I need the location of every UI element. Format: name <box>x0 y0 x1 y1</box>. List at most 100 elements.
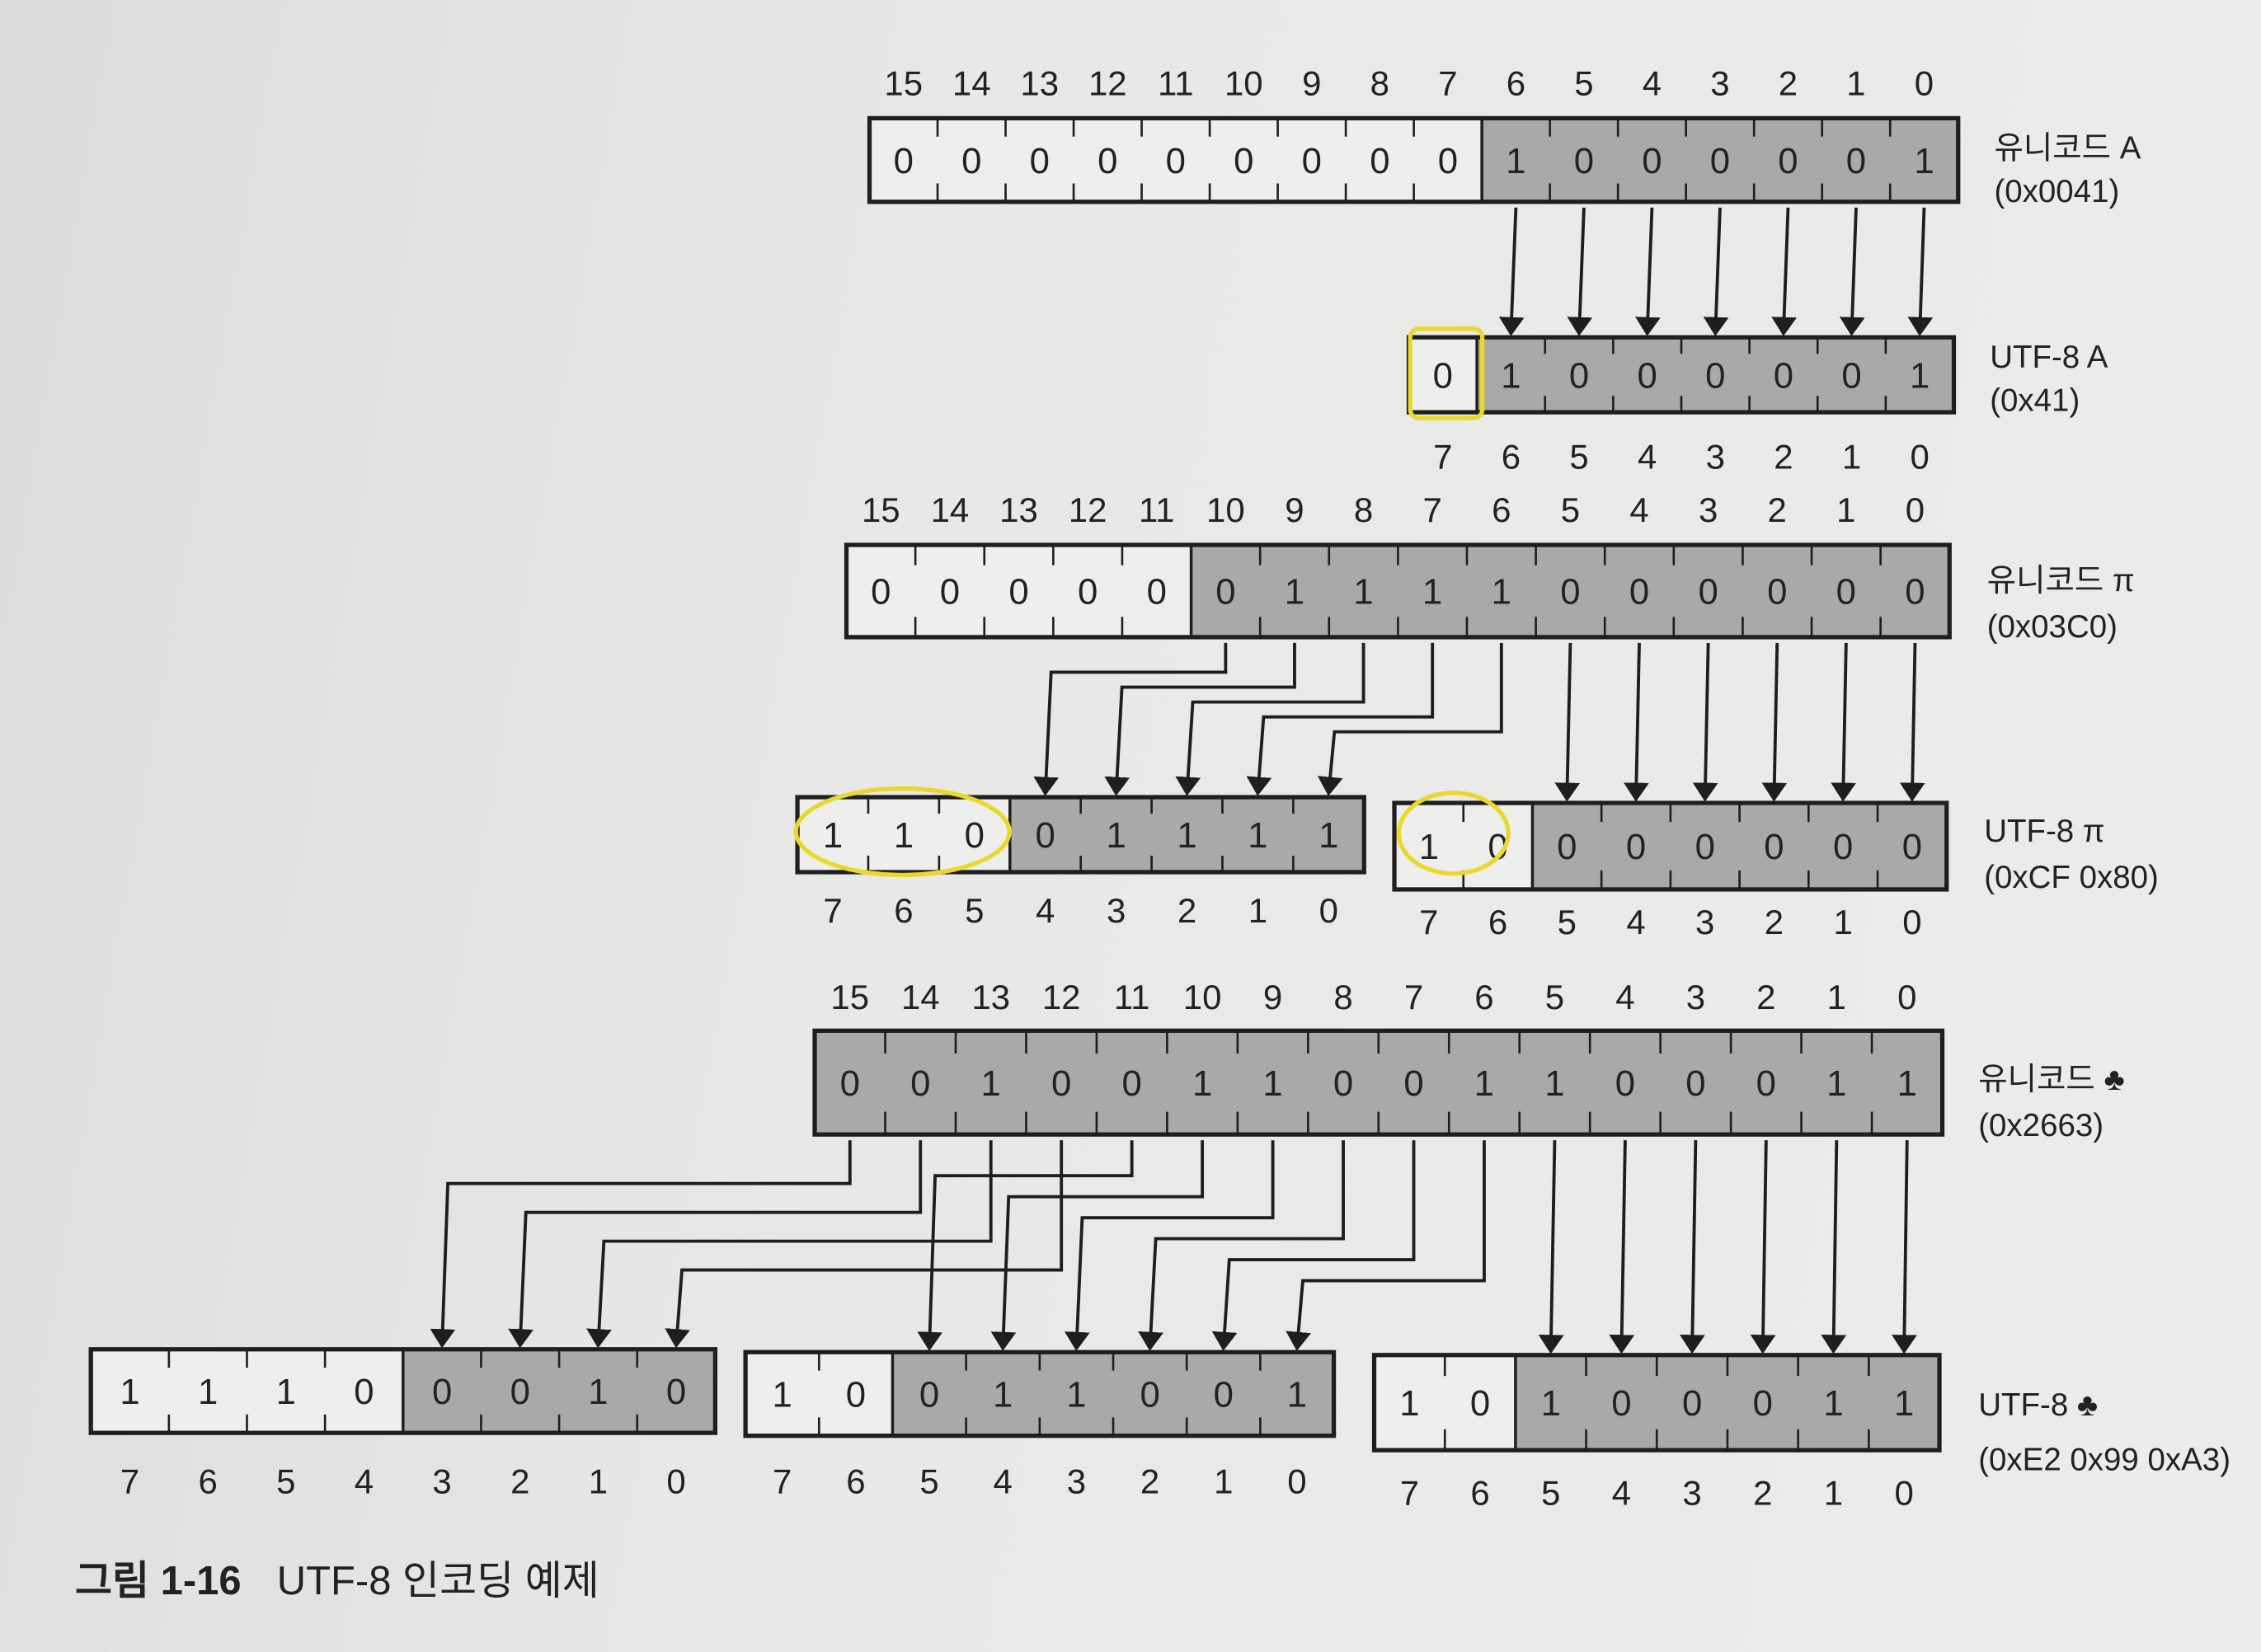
bit-index-label: 5 <box>1561 490 1580 529</box>
bit-index-label: 3 <box>1706 437 1725 476</box>
bit-mapping-arrow <box>1317 642 1503 796</box>
bit-index-label: 2 <box>1756 978 1775 1016</box>
bit-value: 0 <box>919 1375 939 1415</box>
bit-value: 1 <box>1914 141 1934 181</box>
bit-mapping-arrow <box>1899 642 1925 802</box>
bit-index-label: 5 <box>1545 978 1564 1016</box>
bit-index-label: 8 <box>1370 63 1389 102</box>
bit-index-label: 3 <box>1682 1474 1701 1513</box>
bit-mapping-arrow <box>1538 1140 1564 1354</box>
bit-mapping-arrow <box>1635 207 1661 336</box>
bit-index-label: 9 <box>1302 63 1321 102</box>
bit-index-label: 2 <box>1753 1474 1772 1513</box>
bit-index-label: 4 <box>1626 903 1645 941</box>
register-shaded-region <box>1482 118 1958 202</box>
bit-index-label: 15 <box>830 978 869 1016</box>
bit-index-label: 11 <box>1158 63 1194 102</box>
bit-value: 0 <box>1008 572 1028 612</box>
register-border <box>867 115 1961 204</box>
bit-value: 1 <box>993 1375 1013 1415</box>
bit-index-label: 4 <box>355 1462 374 1501</box>
bit-index-label: 2 <box>1768 490 1787 529</box>
register-unicode-pi: 01501401301201101019181716050403020100유니… <box>844 490 2135 645</box>
bit-index-label: 7 <box>823 891 842 930</box>
bit-index-label: 0 <box>1287 1462 1306 1501</box>
bit-index-label: 5 <box>919 1462 938 1501</box>
bit-value: 0 <box>1626 827 1646 867</box>
bit-value: 1 <box>1399 1383 1419 1424</box>
bit-value: 1 <box>1823 1383 1843 1424</box>
bit-value: 1 <box>1501 355 1521 396</box>
bit-index-label: 0 <box>1895 1474 1914 1513</box>
bit-index-label: 6 <box>1507 63 1525 102</box>
register-name-label: UTF-8 ♣ <box>1978 1387 2098 1423</box>
bit-value: 1 <box>1285 572 1304 612</box>
bit-mapping-arrow <box>1821 1140 1847 1354</box>
bit-value: 1 <box>276 1372 296 1412</box>
bit-index-label: 4 <box>1612 1474 1631 1513</box>
bit-index-label: 1 <box>1834 903 1853 941</box>
register-name-label: 유니코드 ♣ <box>1978 1062 2125 1097</box>
bit-value: 0 <box>1833 827 1853 867</box>
highlight-marker <box>1408 326 1485 420</box>
bit-value: 0 <box>1682 1383 1702 1424</box>
bit-index-label: 1 <box>589 1462 608 1501</box>
bit-value: 0 <box>1629 572 1649 612</box>
register-shaded-region <box>1009 797 1365 872</box>
bit-index-label: 12 <box>1088 63 1127 102</box>
bit-mapping-arrow <box>1692 642 1718 802</box>
bit-index-label: 5 <box>1558 903 1577 941</box>
bit-mapping-arrow <box>1175 642 1366 796</box>
bit-value: 0 <box>1698 572 1718 612</box>
bit-index-label: 10 <box>1225 63 1263 102</box>
bit-value: 0 <box>1030 141 1050 181</box>
bit-index-label: 7 <box>1433 437 1452 476</box>
register-shaded-region <box>1191 545 1950 637</box>
bit-mapping-arrow <box>917 1140 1134 1351</box>
bit-index-label: 13 <box>1020 63 1059 102</box>
register-name-label: 유니코드 π <box>1987 563 2135 598</box>
bit-value: 1 <box>1910 355 1930 396</box>
register-border <box>1392 800 1949 892</box>
bit-value: 1 <box>1826 1063 1846 1104</box>
bit-index-label: 0 <box>666 1462 685 1501</box>
bit-index-label: 7 <box>1423 490 1442 529</box>
bit-index-label: 8 <box>1354 490 1373 529</box>
bit-value: 0 <box>1036 815 1055 856</box>
bit-value: 0 <box>1403 1063 1423 1104</box>
bit-value: 1 <box>198 1372 218 1412</box>
bit-index-label: 2 <box>510 1462 529 1501</box>
bit-value: 0 <box>1166 141 1186 181</box>
bit-mapping-arrow <box>1554 642 1581 802</box>
bit-value: 0 <box>1140 1375 1159 1415</box>
bit-index-label: 0 <box>1902 903 1921 941</box>
register-hex-code: (0xE2 0x99 0xA3) <box>1978 1443 2230 1478</box>
bit-value: 1 <box>894 815 914 856</box>
bit-value: 0 <box>1569 355 1589 396</box>
bit-index-label: 14 <box>931 490 970 529</box>
bit-index-label: 6 <box>1470 1474 1489 1513</box>
register-border <box>844 542 1952 640</box>
bit-index-label: 1 <box>1836 490 1855 529</box>
bit-index-label: 14 <box>952 63 991 102</box>
bit-value: 1 <box>1492 572 1511 612</box>
bit-index-label: 15 <box>862 490 900 529</box>
bit-value: 0 <box>1234 141 1253 181</box>
bit-value: 0 <box>1121 1063 1141 1104</box>
bit-value: 0 <box>1078 572 1098 612</box>
bit-index-label: 6 <box>1474 978 1493 1016</box>
bit-index-label: 0 <box>1911 437 1930 476</box>
bit-index-label: 4 <box>1036 891 1055 930</box>
bit-mapping-arrow <box>1286 1140 1486 1351</box>
bit-mapping-arrow <box>586 1140 993 1349</box>
bit-index-label: 0 <box>1319 891 1338 930</box>
bit-value: 1 <box>1419 827 1439 867</box>
bit-value: 0 <box>1098 141 1117 181</box>
bit-index-label: 7 <box>1419 903 1438 941</box>
bit-index-label: 7 <box>120 1462 139 1501</box>
bit-value: 0 <box>961 141 981 181</box>
bit-value: 0 <box>1333 1063 1353 1104</box>
bit-value: 0 <box>1902 827 1922 867</box>
bit-value: 1 <box>1319 815 1338 856</box>
